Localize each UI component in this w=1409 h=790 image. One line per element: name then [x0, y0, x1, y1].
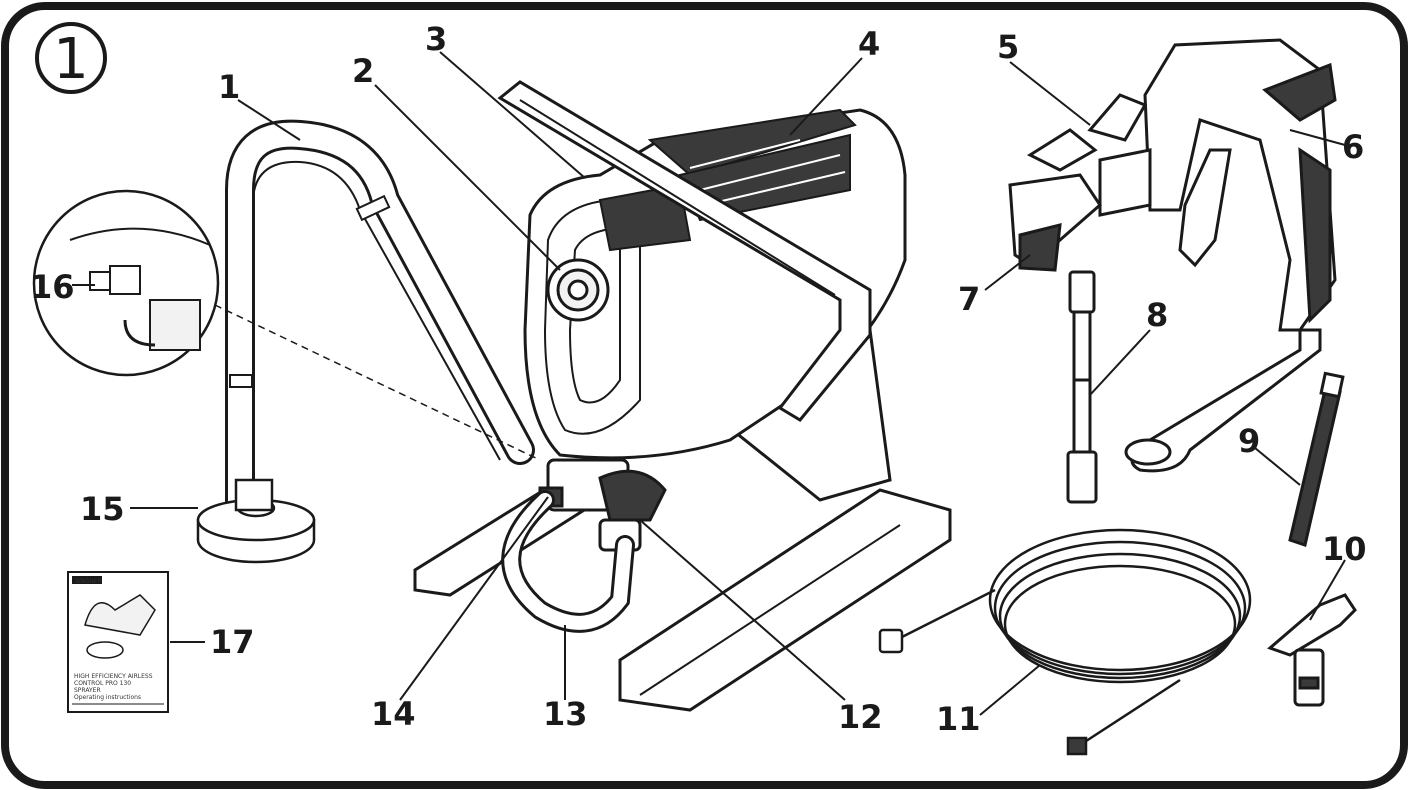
manual-brand: WAGNER: [75, 578, 102, 585]
manual-line-2: CONTROL PRO 130: [74, 680, 131, 687]
detail-leader-dashed: [214, 304, 541, 461]
callout-10: 10: [1322, 530, 1367, 568]
callout-1: 1: [218, 68, 240, 106]
callout-12: 12: [838, 698, 883, 736]
gun-extension: [1066, 270, 1098, 504]
leader-lines: [72, 51, 1346, 716]
high-pressure-hose: [878, 528, 1252, 756]
callout-16: 16: [30, 268, 75, 306]
vent-grille: [598, 108, 857, 252]
drain-valve-detail: [32, 189, 220, 377]
callout-15: 15: [80, 490, 125, 528]
operating-manual: [67, 571, 169, 713]
callout-9: 9: [1238, 422, 1260, 460]
gun-filter: [1288, 371, 1345, 547]
return-hose: [501, 490, 635, 633]
callout-8: 8: [1146, 296, 1168, 334]
pressure-control-knob: [546, 258, 610, 322]
callout-14: 14: [371, 695, 416, 733]
callout-2: 2: [352, 52, 374, 90]
callout-11: 11: [936, 700, 981, 738]
callout-7: 7: [958, 280, 980, 318]
spray-tip: [1267, 593, 1357, 707]
inlet-filter: [196, 478, 316, 564]
spray-gun: [1008, 38, 1337, 473]
callout-3: 3: [425, 20, 447, 58]
callout-13: 13: [543, 695, 588, 733]
carry-handle: [497, 80, 872, 422]
callout-17: 17: [210, 623, 255, 661]
callout-4: 4: [858, 25, 880, 63]
callout-6: 6: [1342, 128, 1364, 166]
manual-line-4: Operating instructions: [74, 694, 141, 701]
manual-line-3: SPRAYER: [74, 687, 101, 694]
callout-5: 5: [997, 28, 1019, 66]
figure-number: 1: [53, 27, 89, 92]
manual-line-1: HIGH EFFICIENCY AIRLESS: [74, 673, 153, 680]
figure-number-badge: 1: [35, 22, 107, 94]
suction-tube: [225, 119, 535, 525]
